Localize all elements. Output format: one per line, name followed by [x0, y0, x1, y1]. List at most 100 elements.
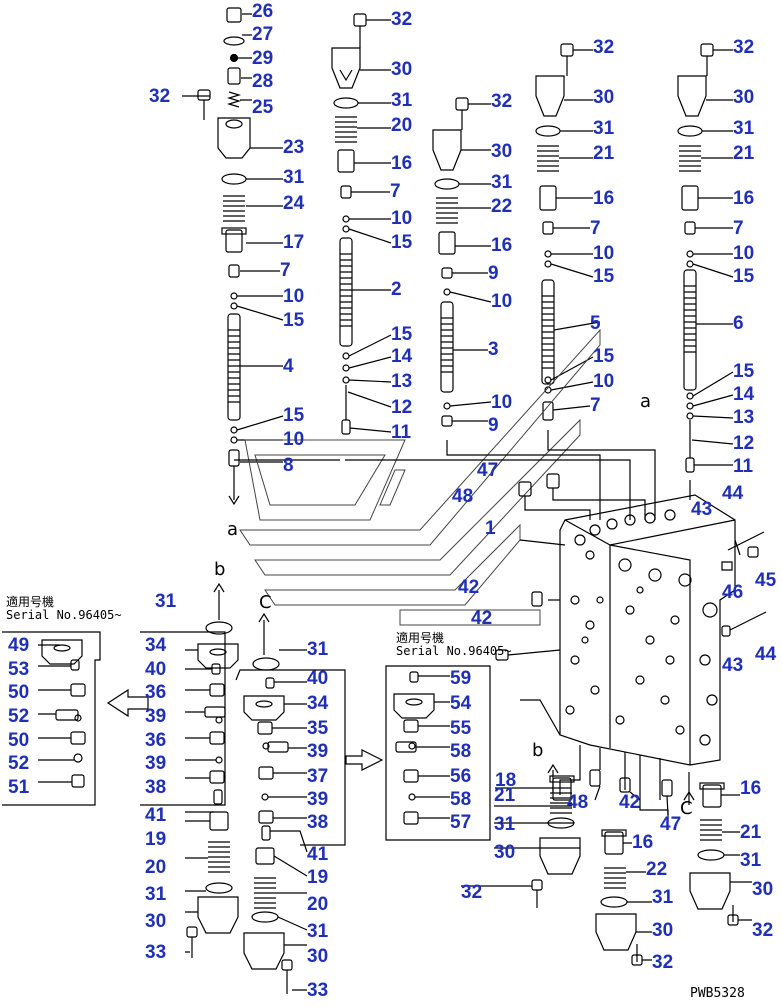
- part-callout-30: 30: [491, 141, 513, 162]
- part-callout-21: 21: [593, 143, 615, 164]
- part-callout-21: 21: [733, 143, 755, 164]
- part-callout-17: 17: [283, 232, 305, 253]
- flow-label-c-bottom: C: [680, 798, 693, 819]
- part-callout-23: 23: [283, 137, 305, 158]
- part-callout-51: 51: [8, 777, 30, 798]
- part-callout-10: 10: [593, 243, 615, 264]
- part-callout-44: 44: [755, 644, 777, 665]
- left-variant-box: [2, 631, 101, 806]
- part-callout-33: 33: [307, 980, 329, 1001]
- part-callout-10: 10: [283, 429, 305, 450]
- column-d-parts: [535, 43, 574, 421]
- part-callout-11: 11: [733, 456, 754, 477]
- column-c-variant: [235, 612, 346, 994]
- part-callout-31: 31: [491, 172, 513, 193]
- column-b-variant: [140, 582, 239, 958]
- part-callout-25: 25: [252, 97, 274, 118]
- part-callout-38: 38: [307, 812, 329, 833]
- part-callout-31: 31: [307, 921, 329, 942]
- part-callout-7: 7: [390, 181, 401, 202]
- part-callout-39: 39: [307, 789, 329, 810]
- part-callout-2: 2: [391, 279, 402, 300]
- part-callout-58: 58: [450, 789, 472, 810]
- part-callout-10: 10: [283, 286, 305, 307]
- part-callout-52: 52: [8, 706, 30, 727]
- part-callout-47: 47: [477, 460, 499, 481]
- part-callout-31: 31: [283, 167, 305, 188]
- part-callout-48: 48: [567, 792, 589, 813]
- part-callout-39: 39: [145, 753, 167, 774]
- part-callout-32: 32: [461, 882, 483, 903]
- part-callout-30: 30: [752, 879, 774, 900]
- part-callout-55: 55: [450, 718, 472, 739]
- part-callout-6: 6: [733, 313, 744, 334]
- part-callout-36: 36: [145, 730, 167, 751]
- part-callout-7: 7: [733, 218, 744, 239]
- part-callout-14: 14: [733, 384, 755, 405]
- part-callout-28: 28: [252, 71, 274, 92]
- part-callout-31: 31: [593, 118, 615, 139]
- part-callout-14: 14: [391, 346, 413, 367]
- part-callout-34: 34: [307, 693, 329, 714]
- part-callout-40: 40: [307, 668, 329, 689]
- part-callout-7: 7: [590, 395, 601, 416]
- serial-note-right: 適用号機 Serial No.96405~: [396, 632, 512, 658]
- ribbon-outline: [239, 328, 601, 626]
- part-callout-32: 32: [491, 91, 513, 112]
- part-callout-31: 31: [155, 591, 177, 612]
- part-callout-11: 11: [391, 422, 412, 443]
- part-callout-42: 42: [458, 577, 480, 598]
- part-callout-15: 15: [283, 310, 305, 331]
- part-callout-35: 35: [307, 718, 329, 739]
- part-callout-36: 36: [145, 682, 167, 703]
- part-callout-12: 12: [733, 433, 755, 454]
- part-callout-1: 1: [485, 518, 496, 539]
- part-callout-41: 41: [145, 805, 167, 826]
- part-callout-20: 20: [145, 857, 167, 878]
- part-callout-16: 16: [391, 153, 413, 174]
- part-callout-49: 49: [8, 635, 30, 656]
- part-callout-56: 56: [450, 766, 472, 787]
- part-callout-30: 30: [494, 842, 516, 863]
- part-callout-15: 15: [593, 346, 615, 367]
- part-callout-43: 43: [722, 655, 744, 676]
- part-callout-10: 10: [491, 392, 513, 413]
- part-callout-31: 31: [652, 887, 674, 908]
- part-callout-13: 13: [733, 407, 755, 428]
- part-callout-18: 18: [495, 770, 517, 791]
- part-callout-20: 20: [307, 894, 329, 915]
- part-callout-31: 31: [733, 118, 755, 139]
- part-callout-12: 12: [391, 397, 413, 418]
- part-callout-9: 9: [488, 263, 499, 284]
- part-callout-39: 39: [307, 741, 329, 762]
- part-callout-32: 32: [593, 37, 615, 58]
- part-callout-30: 30: [733, 87, 755, 108]
- flow-label-b-bottom: b: [532, 740, 544, 761]
- part-callout-45: 45: [755, 570, 777, 591]
- part-callout-26: 26: [252, 1, 274, 22]
- part-callout-15: 15: [593, 266, 615, 287]
- part-callout-15: 15: [283, 405, 305, 426]
- part-callout-57: 57: [450, 812, 472, 833]
- part-callout-30: 30: [145, 911, 167, 932]
- column-a-parts: [197, 7, 251, 506]
- serial-note-left-line1: 適用号機: [6, 595, 55, 609]
- part-callout-33: 33: [145, 942, 167, 963]
- part-callout-15: 15: [391, 324, 413, 345]
- column-e-parts: [677, 43, 714, 473]
- part-callout-10: 10: [491, 291, 513, 312]
- part-callout-34: 34: [145, 635, 167, 656]
- part-callout-44: 44: [722, 483, 744, 504]
- part-callout-31: 31: [307, 639, 329, 660]
- part-callout-53: 53: [8, 659, 30, 680]
- part-callout-30: 30: [652, 920, 674, 941]
- part-callout-10: 10: [733, 243, 755, 264]
- part-callout-16: 16: [491, 235, 513, 256]
- part-callout-39: 39: [145, 706, 167, 727]
- part-callout-37: 37: [307, 766, 329, 787]
- valve-body: [234, 430, 767, 820]
- part-callout-8: 8: [283, 455, 294, 476]
- part-callout-46: 46: [722, 582, 744, 603]
- part-callout-30: 30: [593, 87, 615, 108]
- part-callout-21: 21: [740, 822, 762, 843]
